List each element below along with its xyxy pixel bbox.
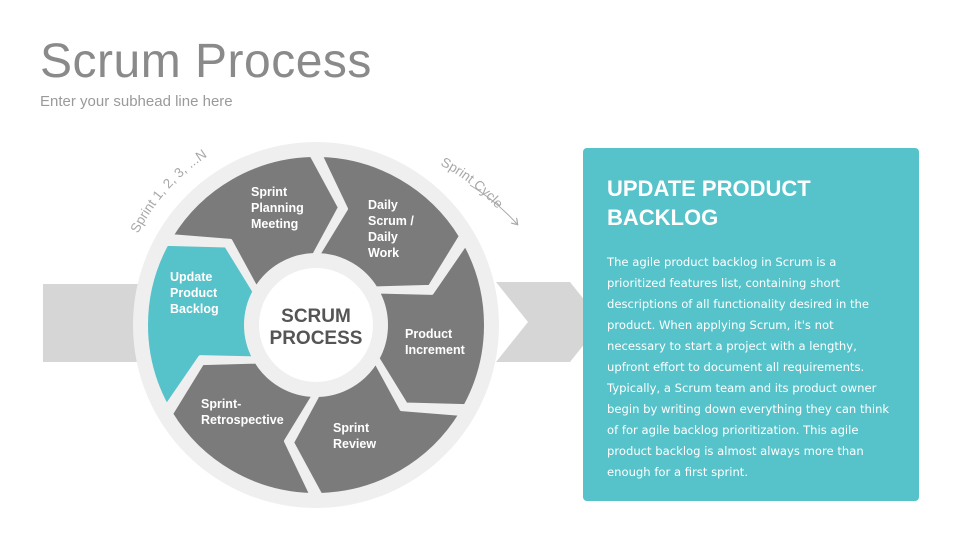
segment-label-line: Work xyxy=(368,246,399,260)
panel-heading: UPDATE PRODUCT BACKLOG xyxy=(607,176,811,230)
segment-label-line: Meeting xyxy=(251,217,298,231)
segment-update-product-backlog[interactable] xyxy=(144,241,257,409)
segment-label-line: Increment xyxy=(405,343,466,357)
panel-body: The agile product backlog in Scrum is a … xyxy=(607,255,890,479)
segment-label-line: Daily xyxy=(368,230,398,244)
segment-label-line: Product xyxy=(170,286,218,300)
center-hub xyxy=(259,268,373,382)
segment-label-line: Sprint xyxy=(333,421,370,435)
segment-label-line: Daily xyxy=(368,198,398,212)
center-label-line2: PROCESS xyxy=(270,328,363,349)
segment-label-line: Backlog xyxy=(170,302,219,316)
segment-label-line: Product xyxy=(405,327,453,341)
segment-sprint-planning-meeting[interactable] xyxy=(169,153,342,291)
segment-daily-scrum[interactable] xyxy=(315,153,463,291)
page-subtitle: Enter your subhead line here xyxy=(40,93,233,110)
output-arrow xyxy=(496,282,602,362)
segment-sprint-retrospective[interactable] xyxy=(169,359,317,497)
segment-label-line: Scrum / xyxy=(368,214,414,228)
segment-label-line: Sprint- xyxy=(201,397,241,411)
segment-label-line: Sprint xyxy=(251,185,288,199)
segment-product-increment[interactable] xyxy=(375,241,488,409)
segment-label-line: Planning xyxy=(251,201,304,215)
segment-label-line: Update xyxy=(170,270,212,284)
segment-label-line: Review xyxy=(333,437,376,451)
center-label-line1: SCRUM xyxy=(281,306,351,327)
info-panel: UPDATE PRODUCT BACKLOG The agile product… xyxy=(583,148,919,501)
segment-label-sprint-retrospective: Sprint- Retrospective xyxy=(201,397,284,427)
page-title: Scrum Process xyxy=(40,35,372,88)
segment-label-line: Retrospective xyxy=(201,413,284,427)
sprint-cycle-arrow xyxy=(469,184,517,224)
segment-sprint-review[interactable] xyxy=(290,359,463,497)
